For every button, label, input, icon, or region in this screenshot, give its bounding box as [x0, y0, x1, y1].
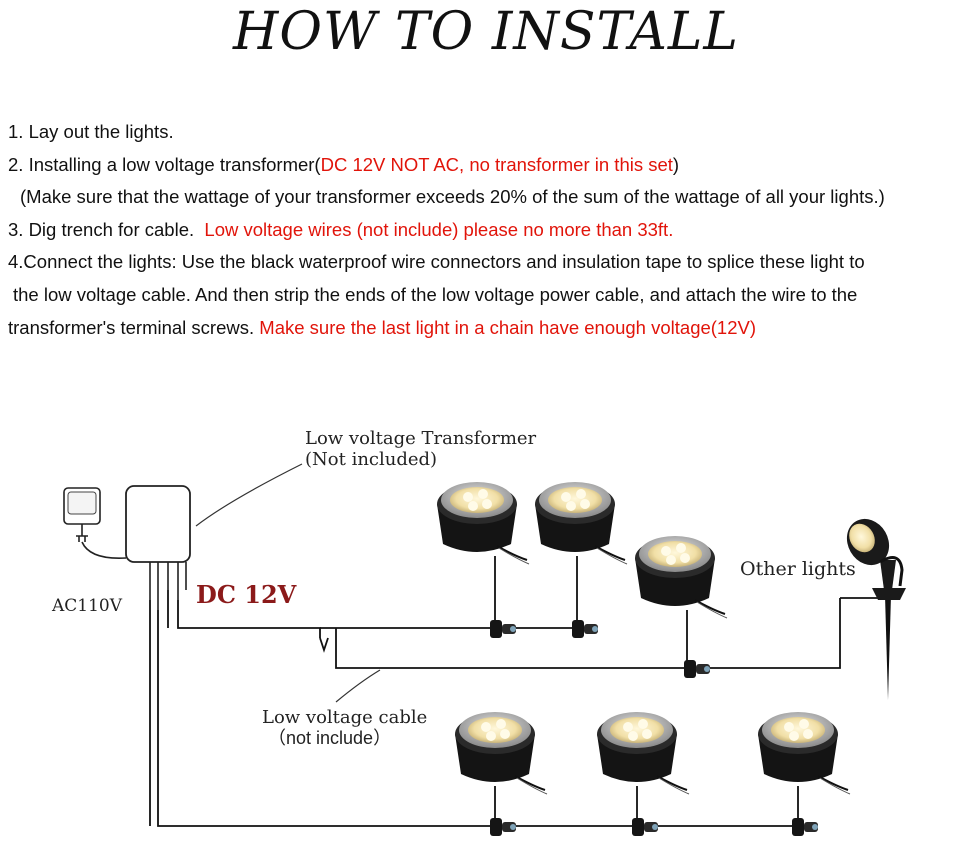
- instruction-list: 1. Lay out the lights. 2. Installing a l…: [8, 116, 968, 344]
- cable-pointer-line: [335, 669, 381, 703]
- step-2: 2. Installing a low voltage transformer(…: [8, 149, 968, 182]
- lower-wiring: [149, 600, 800, 827]
- other-lights-label: Other lights: [740, 558, 856, 580]
- transformer-note: (Not included): [305, 449, 437, 470]
- ground-light-5: [596, 711, 690, 824]
- wire-connector-icon: [684, 660, 710, 678]
- transformer-pointer-line: [195, 463, 303, 527]
- step-4-text: transformer's terminal screws.: [8, 316, 260, 338]
- transformer-icon: [125, 485, 191, 610]
- ground-light-3: [634, 535, 728, 668]
- step-4-warning: Make sure the last light in a chain have…: [259, 316, 757, 338]
- step-3: 3. Dig trench for cable. Low voltage wir…: [8, 214, 968, 247]
- ground-light-2: [534, 481, 628, 626]
- step-2-note: (Make sure that the wattage of your tran…: [20, 186, 885, 208]
- wire-connector-icon: [572, 620, 598, 638]
- wire-connector-icon: [490, 620, 516, 638]
- dc-voltage-label: DC 12V: [196, 580, 297, 609]
- wire-connector-icon: [632, 818, 658, 836]
- ground-light-1: [436, 481, 530, 626]
- step-1: 1. Lay out the lights.: [8, 116, 968, 149]
- step-1-text: 1. Lay out the lights.: [8, 121, 174, 142]
- step-4-line-1: 4.Connect the lights: Use the black wate…: [8, 251, 865, 273]
- ground-light-4: [454, 711, 548, 824]
- step-2-warning: DC 12V NOT AC, no transformer in this se…: [320, 153, 673, 175]
- step-3-warning: Low voltage wires (not include) please n…: [204, 218, 674, 240]
- wiring-diagram: Low voltage Transformer (Not included) A…: [51, 428, 906, 836]
- step-3-text: 3. Dig trench for cable.: [8, 218, 205, 240]
- step-4-line-3: transformer's terminal screws. Make sure…: [8, 312, 968, 345]
- ground-light-6: [757, 711, 851, 824]
- transformer-label: Low voltage Transformer: [305, 428, 537, 449]
- wire-connector-icon: [792, 818, 818, 836]
- step-2-text: 2. Installing a low voltage transformer(: [8, 153, 321, 175]
- cable-note: （not include）: [268, 728, 391, 748]
- step-4-line-2: the low voltage cable. And then strip th…: [13, 283, 858, 305]
- ac-voltage-label: AC110V: [51, 596, 123, 616]
- cable-label: Low voltage cable: [262, 707, 427, 728]
- step-2-close: ): [672, 153, 680, 175]
- page-title: HOW TO INSTALL: [233, 2, 739, 62]
- spotlight-icon: [846, 518, 906, 700]
- wall-plug-icon: [63, 487, 127, 559]
- wire-connector-icon: [490, 818, 516, 836]
